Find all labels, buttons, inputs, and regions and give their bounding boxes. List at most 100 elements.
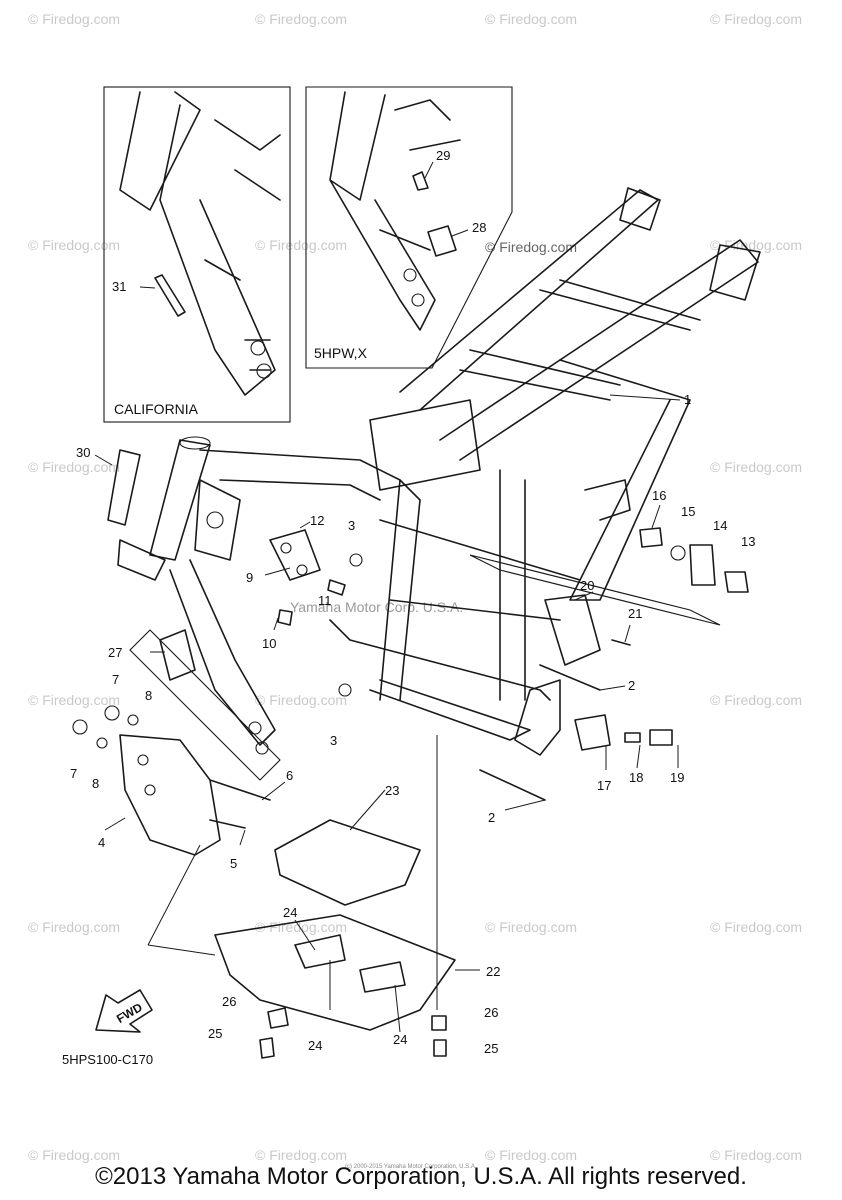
label-28: [427, 225, 457, 257]
head-pipe-top: [179, 436, 211, 450]
callout-30: 30: [76, 445, 90, 460]
inset-frame: [103, 86, 291, 423]
watermark: © Firedog.com: [28, 459, 120, 475]
cross-member: [459, 349, 621, 401]
watermark: © Firedog.com: [28, 11, 120, 27]
watermark: © Firedog.com: [255, 692, 347, 708]
callout-18: 18: [629, 770, 643, 785]
bush-13: [724, 571, 749, 593]
leader-line: [294, 919, 316, 951]
bolt-hole: [206, 511, 224, 529]
watermark: © Firedog.com: [710, 459, 802, 475]
leader-line: [147, 844, 201, 946]
copyright-notice: ©2013 Yamaha Motor Corporation, U.S.A. A…: [95, 1163, 747, 1190]
fwd-arrow: FWD: [95, 989, 153, 1033]
callout-26: 26: [484, 1005, 498, 1020]
engine-mount-parts: [129, 529, 363, 781]
leader-line: [599, 685, 626, 691]
front-down-tube: [169, 559, 276, 746]
frame-section-sketch: [329, 91, 461, 331]
callout-29: 29: [436, 148, 450, 163]
watermark: © Firedog.com: [255, 11, 347, 27]
washer-8: [96, 737, 108, 749]
plate-23: [274, 819, 421, 906]
nut-3: [338, 683, 352, 697]
callouts: 1 2 2 3 3 4 5 6 7 7 8 8 9 10 11 12 13 14…: [70, 392, 755, 1056]
watermarks: © Firedog.com © Firedog.com © Firedog.co…: [28, 11, 802, 1163]
callout-17: 17: [597, 778, 611, 793]
callout-26: 26: [222, 994, 236, 1009]
down-tubes: [379, 469, 526, 701]
leader-line: [636, 744, 641, 769]
callout-8: 8: [92, 776, 99, 791]
rear-bracket-right: [709, 244, 761, 301]
leader-lines: [94, 394, 681, 1033]
leader-line: [394, 984, 401, 1033]
rear-cross-members: [539, 279, 701, 601]
lower-cross: [329, 519, 581, 701]
bolt-hole: [248, 721, 262, 735]
pivot-plate: [514, 679, 561, 756]
watermark: © Firedog.com: [255, 1147, 347, 1163]
bolt-2: [539, 664, 601, 691]
watermark: © Firedog.com: [710, 11, 802, 27]
lower-rail: [369, 679, 531, 741]
callout-19: 19: [670, 770, 684, 785]
callout-9: 9: [246, 570, 253, 585]
bolt-hole: [250, 340, 266, 356]
callout-11: 11: [318, 593, 332, 608]
collar-26: [267, 1007, 289, 1029]
mount-bracket-12: [269, 529, 321, 581]
bracket-20: [544, 594, 601, 666]
leader-line: [147, 944, 216, 956]
washer-8: [127, 714, 139, 726]
labels-24: [294, 934, 406, 993]
callout-4: 4: [98, 835, 105, 850]
watermark: © Firedog.com: [485, 11, 577, 27]
main-spar: [199, 449, 421, 501]
watermark: © Firedog.com: [710, 237, 802, 253]
leader-line: [451, 229, 469, 237]
bolt-2: [479, 769, 546, 801]
callout-25: 25: [208, 1026, 222, 1041]
bolt-19: [649, 729, 673, 746]
head-pipe: [149, 439, 211, 561]
callout-8: 8: [145, 688, 152, 703]
bolt-16: [639, 527, 663, 548]
leader-line: [651, 504, 661, 529]
fine-print: (c) 2000-2015 Yamaha Motor Corporation, …: [345, 1164, 477, 1170]
callout-5: 5: [230, 856, 237, 871]
callout-7: 7: [70, 766, 77, 781]
leader-line: [139, 286, 156, 289]
inset-model: 29 28 5HPW,X: [305, 86, 513, 369]
bolt-25: [259, 1037, 275, 1059]
collar-18: [624, 732, 641, 743]
leader-line: [299, 521, 311, 529]
callout-1: 1: [684, 392, 691, 407]
bolt-25: [433, 1039, 447, 1057]
guard-plate-4: [119, 734, 221, 856]
main-frame: [199, 187, 761, 756]
callout-25: 25: [484, 1041, 498, 1056]
watermark: © Firedog.com: [485, 239, 577, 255]
leader-line: [424, 161, 434, 179]
bolt-hole: [137, 754, 149, 766]
callout-7: 7: [112, 672, 119, 687]
watermark: © Firedog.com: [28, 237, 120, 253]
inset-california: 31 CALIFORNIA: [103, 86, 291, 423]
bushing-17: [574, 714, 611, 751]
washer-15: [670, 545, 686, 561]
callout-27: 27: [108, 645, 122, 660]
callout-20: 20: [580, 578, 594, 593]
callout-3: 3: [330, 733, 337, 748]
dash-outline: [469, 554, 721, 626]
watermark: © Firedog.com: [485, 1147, 577, 1163]
leader-line: [624, 624, 631, 643]
callout-2: 2: [488, 810, 495, 825]
callout-24: 24: [393, 1032, 407, 1047]
leader-line: [94, 454, 113, 466]
engine-guard: [72, 705, 271, 856]
leader-line: [349, 789, 386, 831]
top-rail-right: [439, 239, 759, 461]
